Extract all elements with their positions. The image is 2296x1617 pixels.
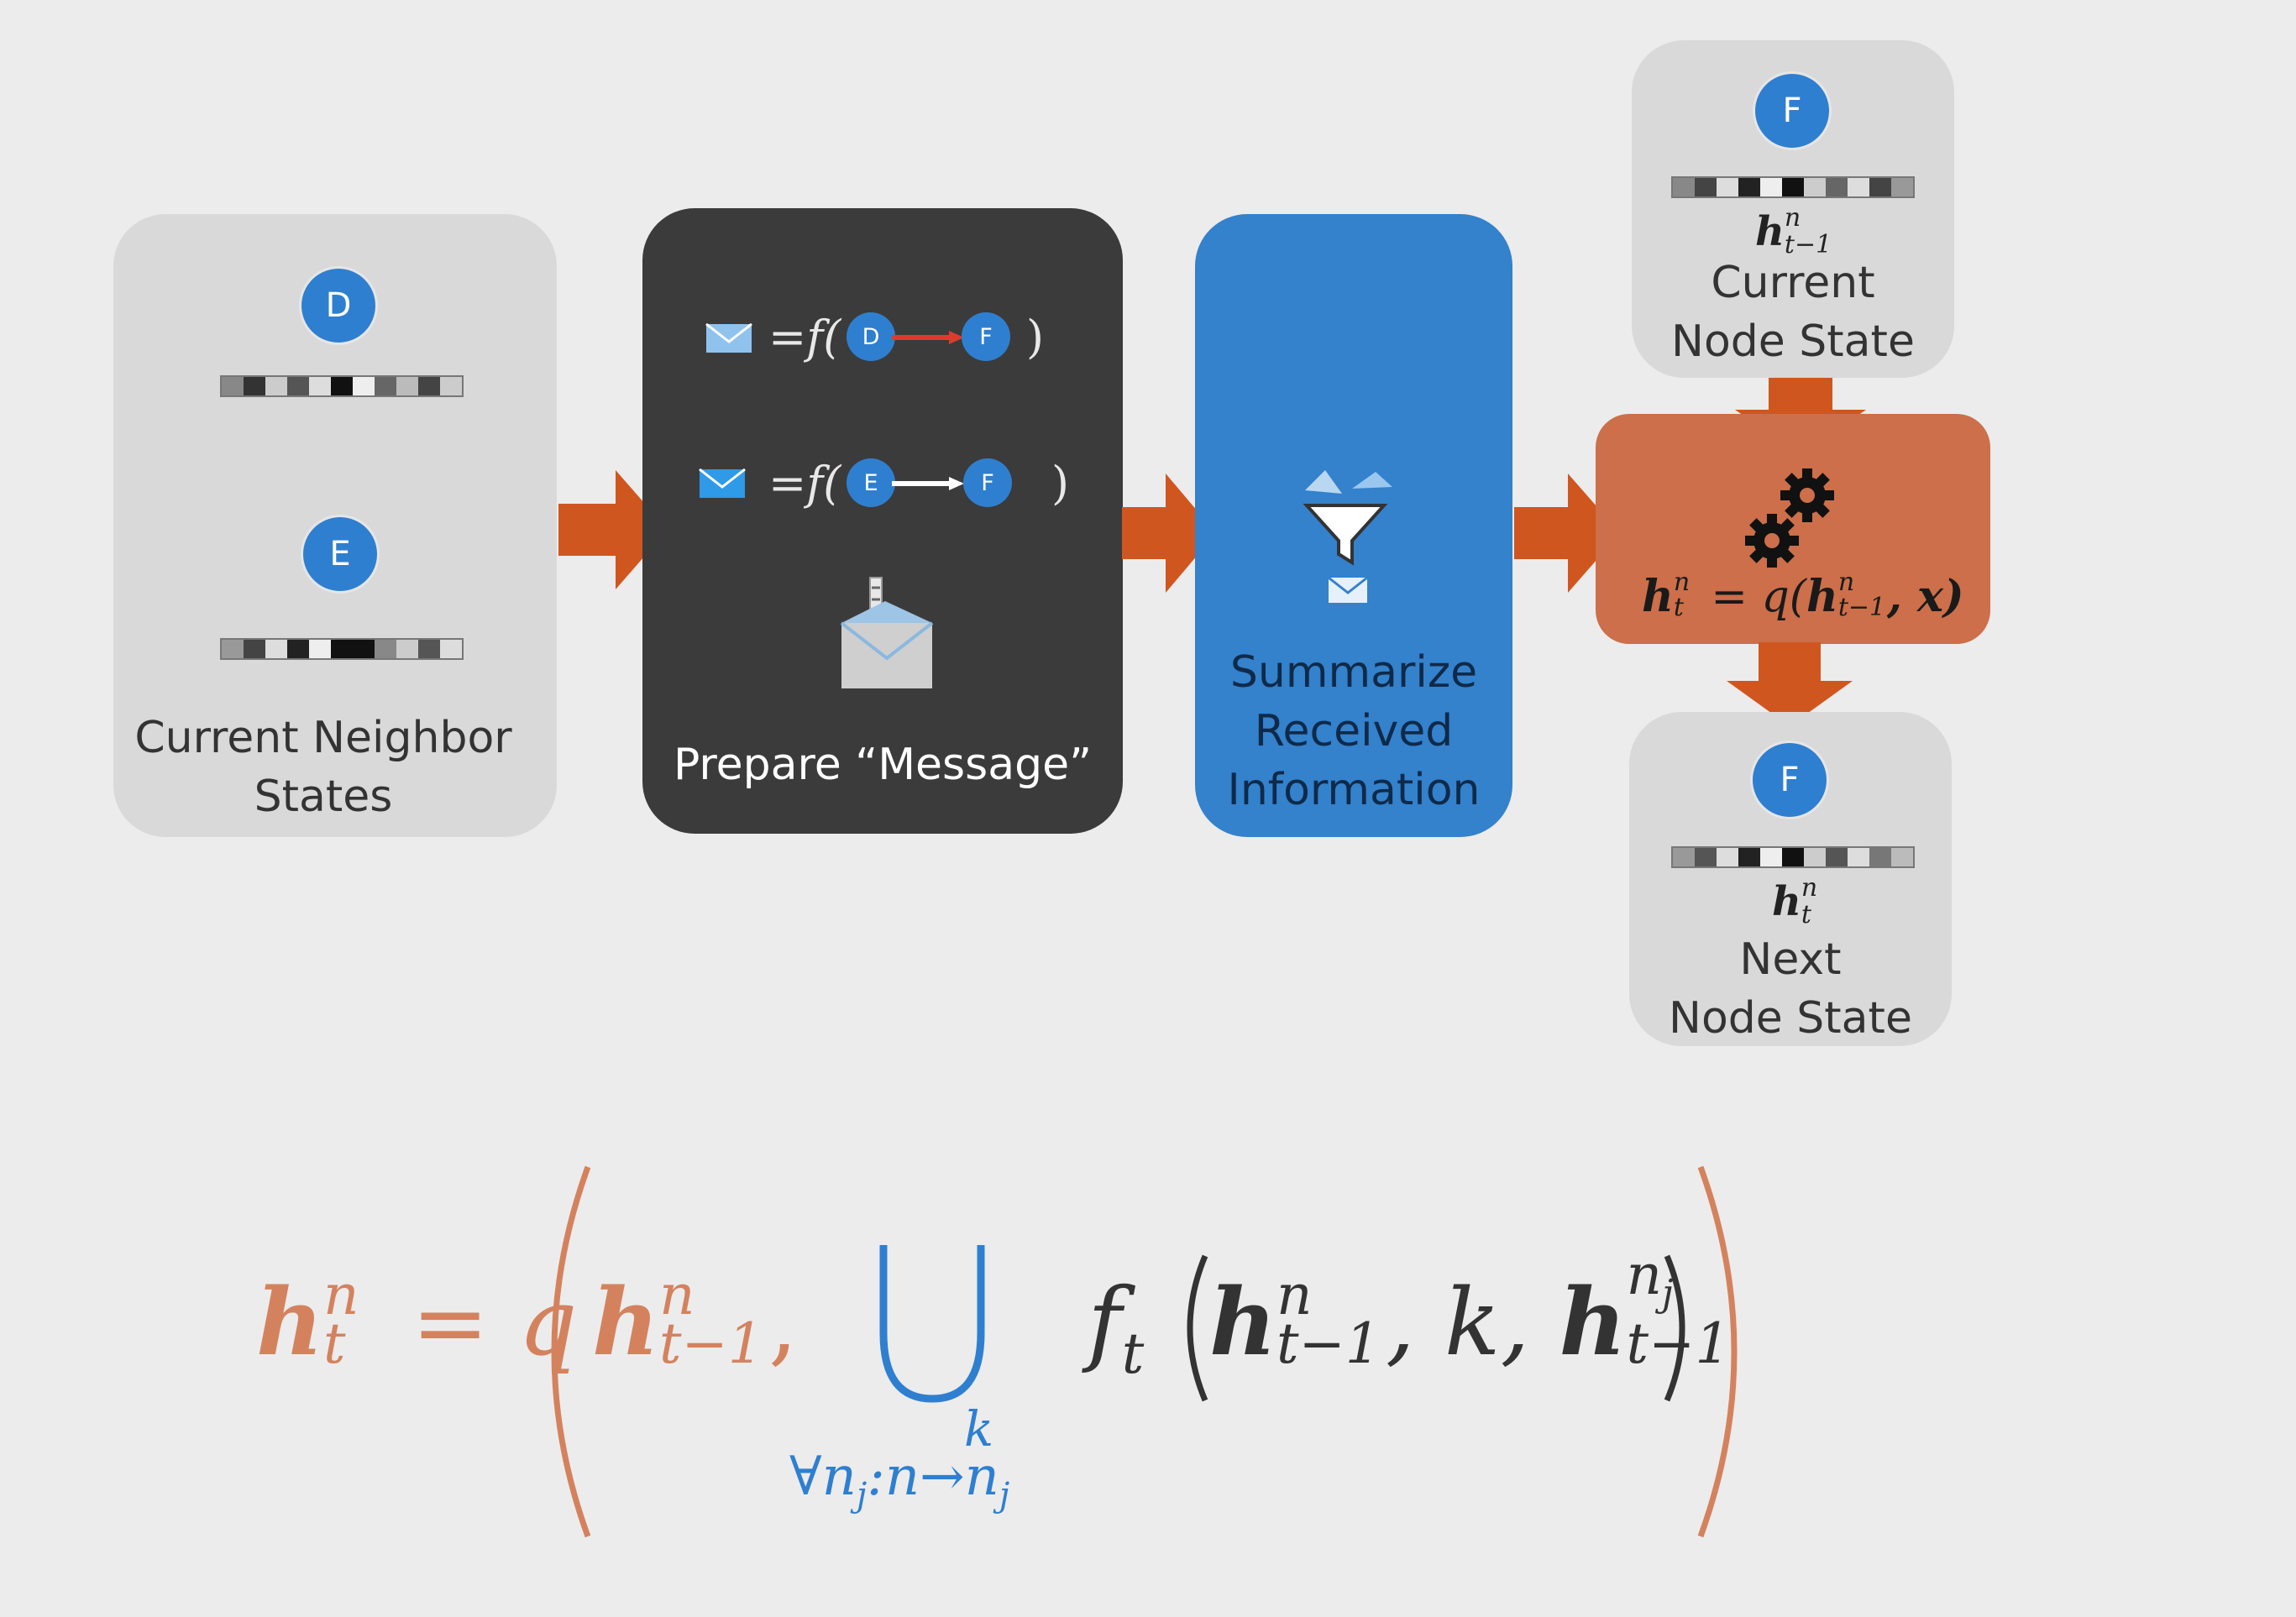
message-formula-2-prefix: =f( <box>768 457 841 510</box>
big-left-paren <box>551 1165 591 1538</box>
formula-message-function: ft <box>1088 1268 1145 1386</box>
node-f-next: F <box>1753 743 1827 817</box>
arrow-right-1 <box>558 470 668 589</box>
inner-right-paren <box>1664 1254 1685 1402</box>
node-f-small-1: F <box>962 312 1010 361</box>
prepare-message-label: Prepare “Message” <box>673 740 1093 790</box>
state-vector-e <box>220 638 464 660</box>
state-vector-next <box>1671 846 1915 868</box>
message-formula-2-suffix: ) <box>1051 457 1070 510</box>
node-e-small: E <box>847 458 895 507</box>
arrow-right-2 <box>1122 474 1216 593</box>
big-right-paren <box>1697 1165 1738 1538</box>
update-box <box>1596 414 1990 644</box>
node-d: D <box>301 269 375 343</box>
envelope-icon <box>705 323 752 353</box>
union-top-index: k <box>964 1400 994 1457</box>
arrow-down-2 <box>1727 642 1853 726</box>
node-e: E <box>303 517 377 591</box>
next-node-state-label: Next Node State <box>1669 934 1912 1044</box>
union-bottom-index: ∀nj:n→nj <box>789 1446 1010 1515</box>
message-formula-1-prefix: =f( <box>768 311 841 364</box>
white-arrow-icon <box>892 477 964 490</box>
union-symbol <box>879 1245 985 1403</box>
open-envelope-icon <box>840 577 934 688</box>
node-f-small-2: F <box>963 458 1012 507</box>
inner-left-paren <box>1187 1254 1208 1402</box>
summarize-label: Summarize Received Information <box>1227 647 1481 815</box>
prepare-message-box <box>642 208 1123 834</box>
neighbor-states-label: Current Neighbor States <box>134 713 512 822</box>
gears-icon <box>1745 468 1834 568</box>
state-vector-current <box>1671 176 1915 198</box>
message-formula-1-suffix: ) <box>1026 311 1045 364</box>
node-f-current: F <box>1755 74 1829 148</box>
envelope-icon <box>699 468 746 498</box>
state-vector-d <box>220 375 464 397</box>
current-node-state-label: Current Node State <box>1671 258 1915 367</box>
funnel-icon <box>1303 470 1392 603</box>
red-arrow-icon <box>892 331 964 344</box>
arrow-right-3 <box>1514 474 1620 593</box>
node-d-small: D <box>847 312 895 361</box>
